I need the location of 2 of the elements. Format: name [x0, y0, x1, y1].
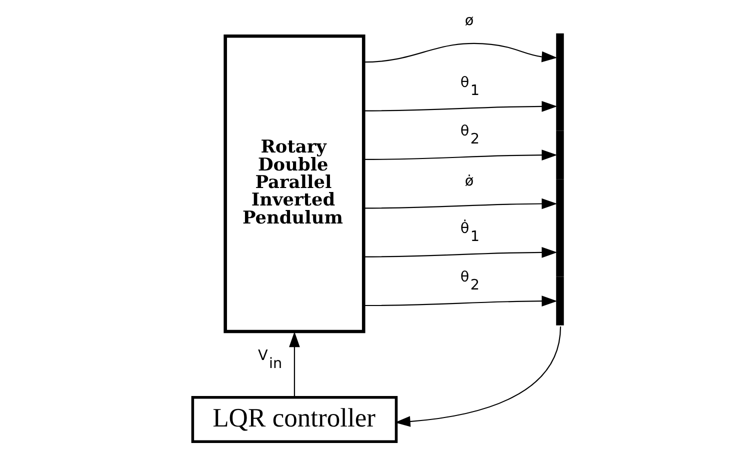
edge-label: ø	[464, 12, 474, 28]
edge-label: ø̇	[464, 172, 474, 189]
